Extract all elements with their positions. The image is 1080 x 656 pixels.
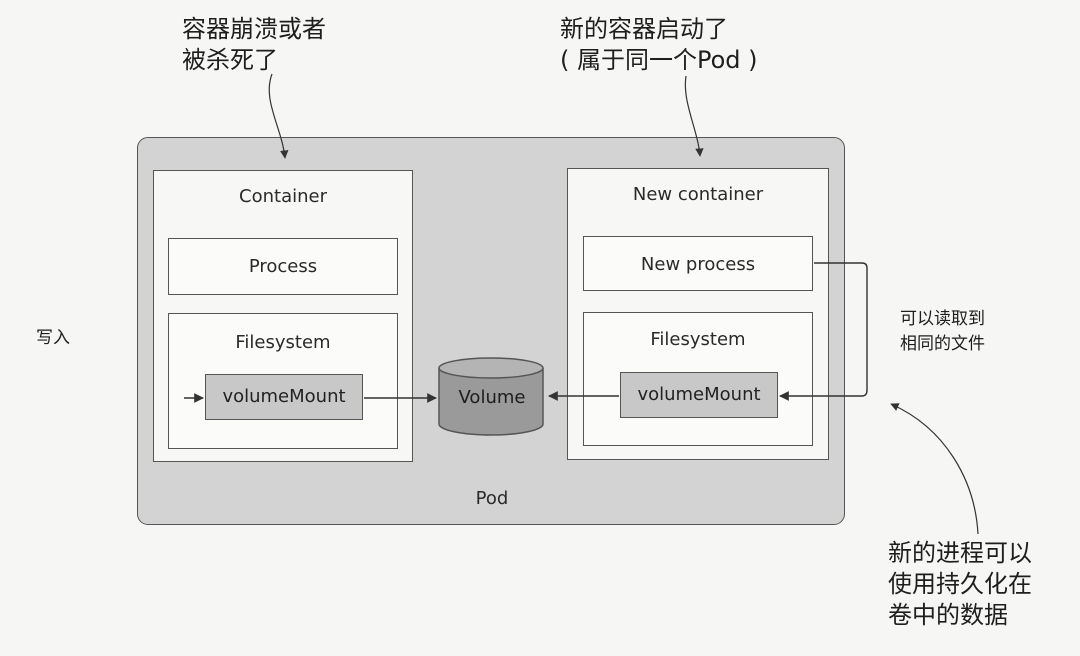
new-process-box [583, 236, 813, 291]
persisted-data-annotation: 新的进程可以 使用持久化在 卷中的数据 [888, 539, 1032, 629]
new-container-title: New container [632, 184, 764, 205]
old-process-label: Process [248, 256, 318, 277]
old-container-title: Container [239, 186, 327, 207]
write-annotation: 写入 [36, 328, 70, 348]
crash-annotation: 容器崩溃或者 被杀死了 [182, 15, 326, 74]
volume-label: Volume [458, 387, 526, 408]
volume-cylinder-icon [438, 357, 544, 436]
old-filesystem-label: Filesystem [235, 332, 331, 353]
persisted-data-arrow [890, 403, 979, 535]
old-process-box [168, 238, 398, 295]
new-filesystem-label: Filesystem [650, 329, 746, 350]
new-process-label: New process [640, 254, 756, 275]
new-volume-mount: volumeMount [620, 372, 778, 418]
old-volume-mount: volumeMount [205, 374, 363, 420]
new-container-annotation: 新的容器启动了 ( 属于同一个Pod ) [560, 15, 758, 74]
read-same-files-annotation: 可以读取到 相同的文件 [900, 309, 985, 354]
pod-label: Pod [475, 488, 509, 509]
